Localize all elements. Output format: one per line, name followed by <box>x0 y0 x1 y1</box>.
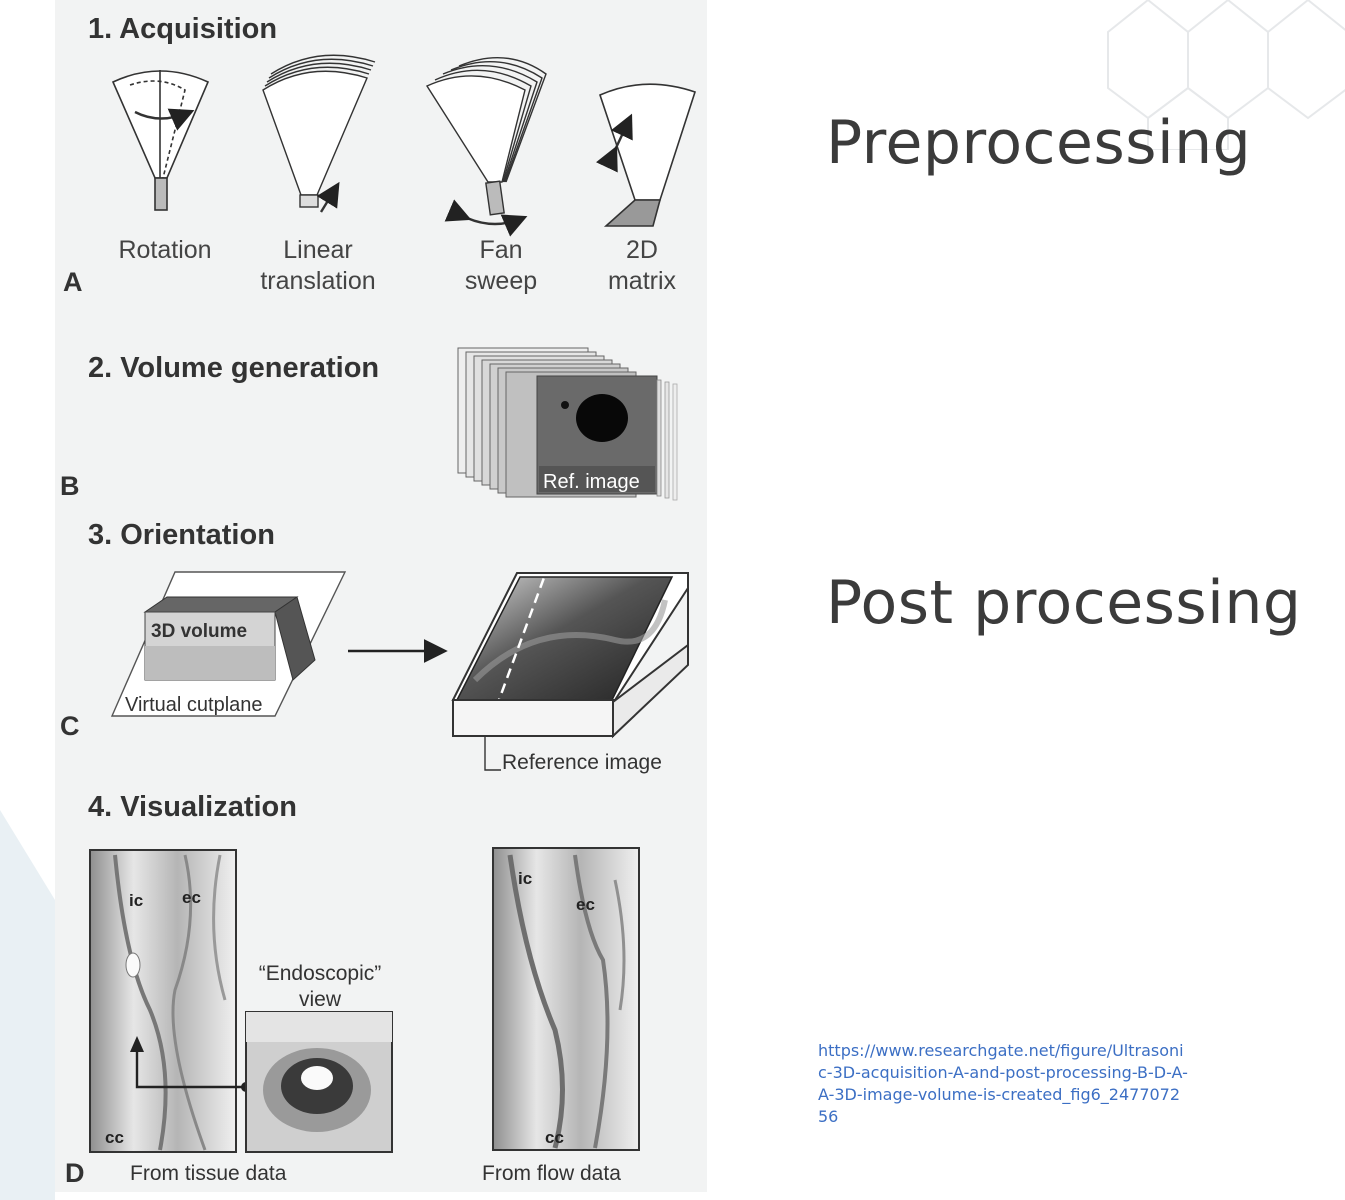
heading-preprocessing: Preprocessing <box>826 108 1252 178</box>
cutplane-label: Virtual cutplane <box>125 694 263 716</box>
label-b: B <box>60 471 80 501</box>
tissue-ec-label: ec <box>182 888 201 907</box>
source-link[interactable]: https://www.researchgate.net/figure/Ultr… <box>818 1041 1188 1126</box>
rotation-icon <box>111 70 210 211</box>
endoscopic-line1: “Endoscopic” <box>259 962 382 985</box>
flow-cc-label: cc <box>545 1128 564 1147</box>
section-volume-title: 2. Volume generation <box>88 352 379 384</box>
figure-drawing: 1. Acquisition A Rotation Linear transla… <box>60 13 697 1188</box>
reference-image-label: Reference image <box>502 751 662 774</box>
image-stack: Ref. image <box>457 347 678 501</box>
matrix-2d-icon <box>595 83 697 227</box>
label-d: D <box>65 1158 85 1188</box>
flow-vessel-image: ic ec cc <box>492 847 640 1151</box>
label-a: A <box>63 267 83 297</box>
ref-image-label: Ref. image <box>543 471 640 493</box>
endoscopic-line2: view <box>299 988 342 1011</box>
background-shape <box>0 810 55 1200</box>
method-2d-line2: matrix <box>608 267 677 295</box>
cutplane-diagram: 3D volume Virtual cutplane <box>110 571 347 717</box>
method-linear-line2: translation <box>260 267 375 295</box>
section-orientation-title: 3. Orientation <box>88 519 275 551</box>
method-linear-line1: Linear <box>283 236 353 264</box>
tissue-ic-label: ic <box>129 891 143 910</box>
tissue-cc-label: cc <box>105 1128 124 1147</box>
heading-postprocessing: Post processing <box>826 568 1302 638</box>
method-rotation-line1: Rotation <box>118 236 211 264</box>
endoscopic-pointer <box>135 1040 246 1089</box>
volume-label: 3D volume <box>151 621 247 642</box>
method-fan-line2: sweep <box>465 267 537 295</box>
flow-data-caption: From flow data <box>482 1162 621 1185</box>
tissue-vessel-image: ic ec cc <box>89 849 237 1153</box>
flow-ic-label: ic <box>518 869 532 888</box>
ultrasound-3d-figure: 1. Acquisition A Rotation Linear transla… <box>55 0 707 1192</box>
label-c: C <box>60 711 80 741</box>
flow-ec-label: ec <box>576 895 595 914</box>
endoscopic-view-image <box>245 1011 393 1153</box>
oriented-volume: Reference image <box>451 572 689 774</box>
section-acquisition-title: 1. Acquisition <box>88 13 277 45</box>
tissue-data-caption: From tissue data <box>130 1162 287 1185</box>
method-fan-line1: Fan <box>479 236 522 264</box>
linear-translation-icon <box>262 54 376 213</box>
method-2d-line1: 2D <box>626 236 658 264</box>
hexagon-decoration <box>1107 0 1345 150</box>
pointer-arrowhead <box>130 1036 144 1052</box>
fan-sweep-icon <box>425 56 547 237</box>
section-visualization-title: 4. Visualization <box>88 791 297 823</box>
